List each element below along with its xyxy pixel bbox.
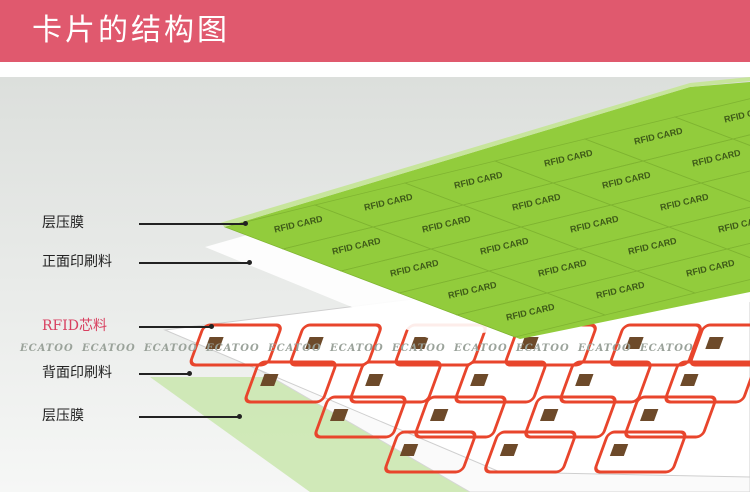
top-laminate-film <box>220 77 750 227</box>
chip-module <box>499 444 519 456</box>
leader-dot-front-print <box>247 260 252 265</box>
antenna-loop <box>624 395 717 439</box>
chip-module <box>639 409 659 421</box>
leader-line-front-print <box>139 262 249 264</box>
watermark-text: ECATOO <box>330 343 384 354</box>
watermark-text: ECATOO <box>144 343 198 354</box>
antenna-loop <box>414 395 507 439</box>
chip-module <box>329 409 349 421</box>
card-cell <box>641 138 750 184</box>
leader-dot-back-print <box>187 371 192 376</box>
chip-module <box>575 374 594 386</box>
antenna-loop <box>289 323 382 367</box>
chip-module <box>260 374 279 386</box>
chip-module <box>205 337 224 349</box>
leader-line-rfid-inlay <box>139 326 211 328</box>
leader-dot-top-laminate <box>243 221 248 226</box>
chip-module <box>470 374 489 386</box>
antenna-loop <box>689 323 750 367</box>
chip-module <box>609 444 629 456</box>
card-cell <box>667 206 750 250</box>
leader-line-bottom-laminate <box>139 416 239 418</box>
antenna-loop <box>454 360 547 404</box>
chip-module <box>625 337 644 349</box>
antenna-loop <box>484 430 577 474</box>
green-card-sheet <box>225 82 750 339</box>
watermark-text: ECATOO <box>392 343 446 354</box>
chip-module <box>520 337 539 349</box>
chip-module <box>305 337 324 349</box>
page-title: 卡片的结构图 <box>32 13 230 48</box>
chip-module <box>399 444 419 456</box>
label-rfid-inlay: RFID芯料 <box>42 318 108 334</box>
header-bar: 卡片的结构图 <box>0 0 750 62</box>
antenna-loop <box>189 323 282 367</box>
label-top-laminate: 层压膜 <box>42 215 84 231</box>
watermark-text: ECATOO <box>516 343 570 354</box>
card-cell <box>673 98 750 140</box>
antenna-loop <box>384 430 477 474</box>
watermark-text: ECATOO <box>640 343 694 354</box>
antenna-loop <box>559 360 652 404</box>
chip-module <box>539 409 559 421</box>
antenna-loop <box>314 395 407 439</box>
card-cell <box>635 248 750 294</box>
label-bottom-laminate: 层压膜 <box>42 408 84 424</box>
card-cell <box>609 182 750 228</box>
antenna-loop <box>349 360 442 404</box>
leader-dot-rfid-inlay <box>209 324 214 329</box>
chip-module <box>429 409 449 421</box>
watermark-row: ECATOO ECATOO ECATOO ECATOO ECATOO ECATOO ECAT… <box>20 343 750 357</box>
chip-module <box>365 374 384 386</box>
antenna-loop <box>594 430 687 474</box>
watermark-text: ECATOO <box>268 343 322 354</box>
label-back-print: 背面印刷料 <box>42 365 112 381</box>
chip-module <box>410 337 429 349</box>
watermark-text: ECATOO <box>578 343 632 354</box>
leader-dot-bottom-laminate <box>237 414 242 419</box>
watermark-text: ECATOO <box>454 343 508 354</box>
antenna-loop <box>524 395 617 439</box>
chip-module <box>705 337 724 349</box>
leader-line-back-print <box>139 373 189 375</box>
chip-module <box>680 374 699 386</box>
label-front-print: 正面印刷料 <box>42 254 112 270</box>
watermark-text: ECATOO <box>20 343 74 354</box>
watermark-text: ECATOO <box>206 343 260 354</box>
card-cell <box>699 170 750 203</box>
leader-line-top-laminate <box>139 223 245 225</box>
antenna-loop <box>244 360 337 404</box>
watermark-text: ECATOO <box>82 343 136 354</box>
